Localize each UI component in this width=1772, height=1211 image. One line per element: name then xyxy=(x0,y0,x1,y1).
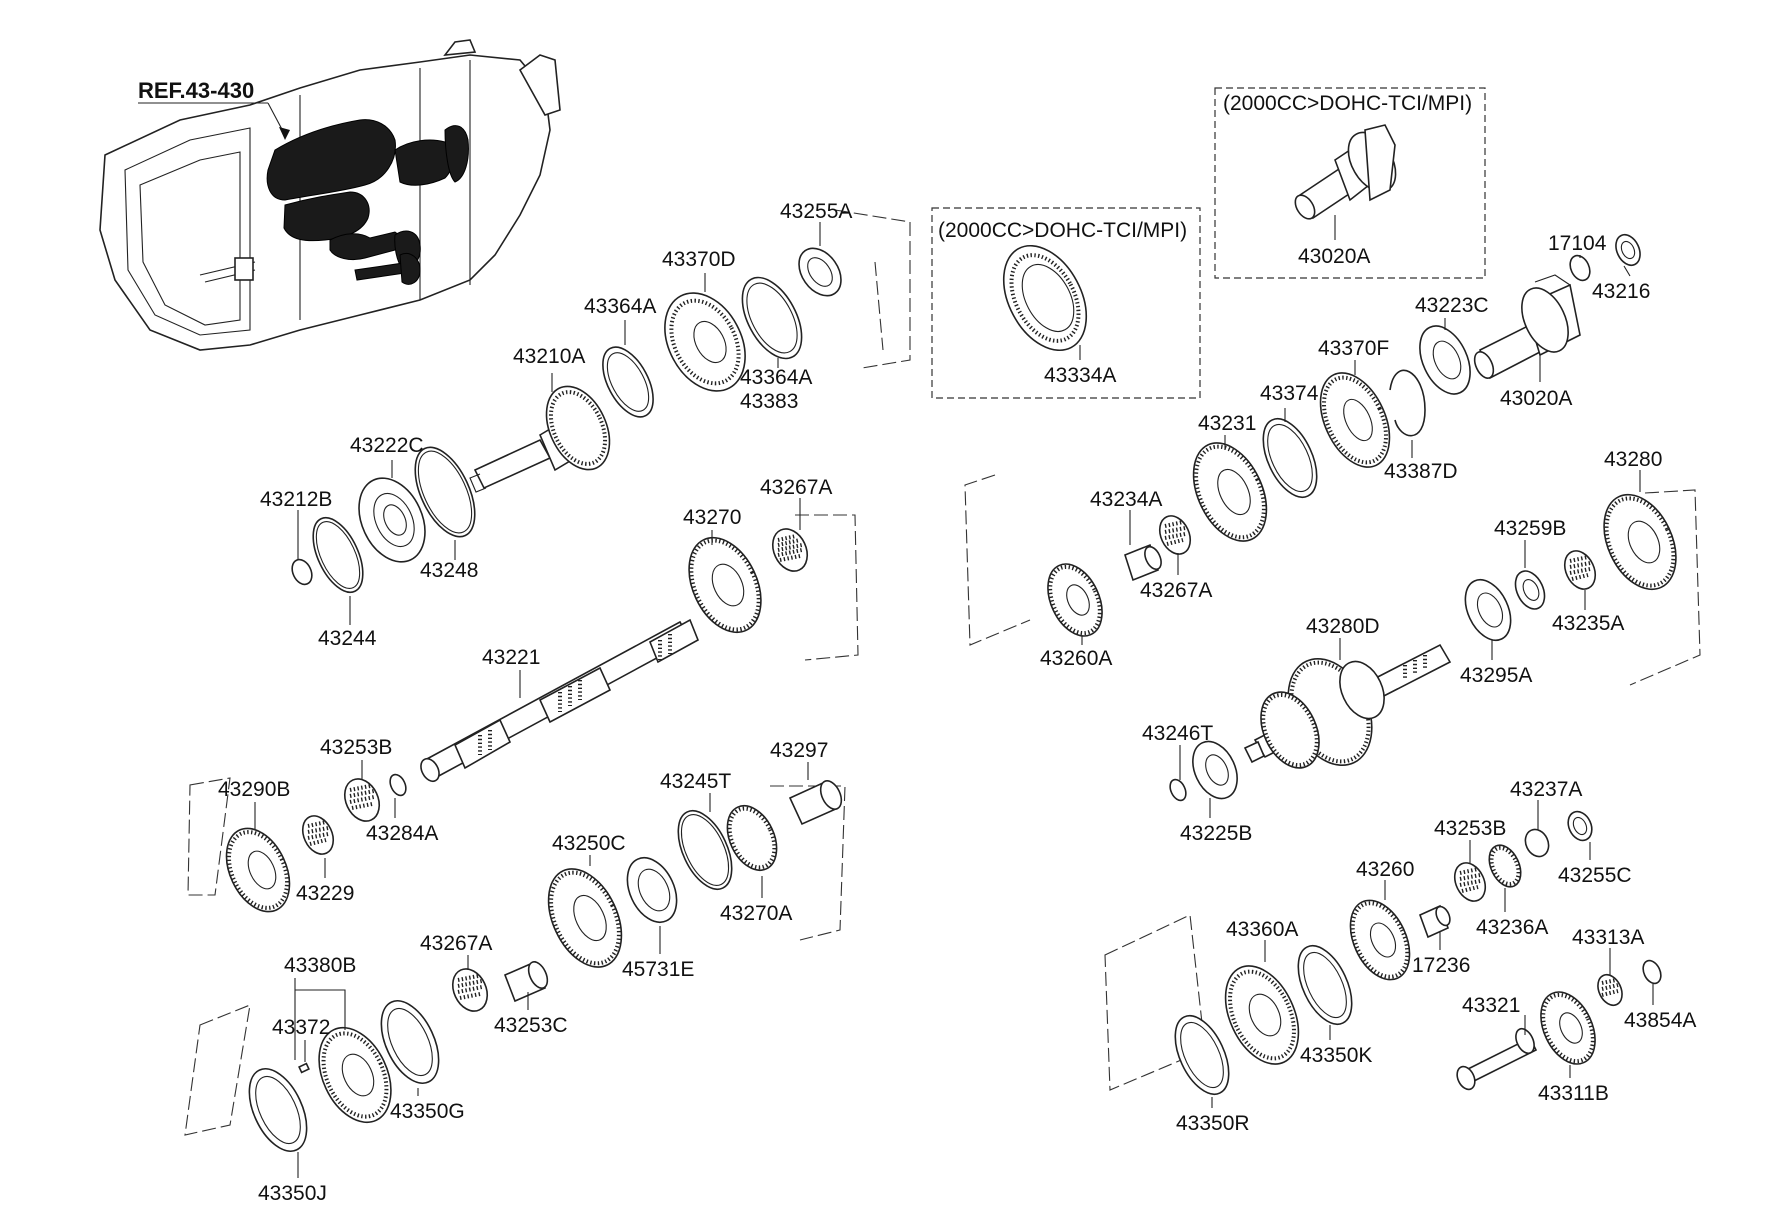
reference-label: REF.43-430 xyxy=(138,78,254,103)
label-43222C: 43222C xyxy=(350,434,424,457)
label-43360A: 43360A xyxy=(1226,918,1298,941)
label-43244: 43244 xyxy=(318,627,377,650)
label-43383: 43383 xyxy=(740,390,798,413)
label-43267A: 43267A xyxy=(1140,579,1212,602)
label-43270: 43270 xyxy=(683,506,741,529)
label-43231: 43231 xyxy=(1198,412,1256,435)
option-box-housing-caption: (2000CC>DOHC-TCI/MPI) xyxy=(1223,92,1472,115)
option-box-bearing: (2000CC>DOHC-TCI/MPI) 43334A xyxy=(931,207,1201,399)
label-43284A: 43284A xyxy=(366,822,438,845)
label-43290B: 43290B xyxy=(218,778,290,801)
label-43250C: 43250C xyxy=(552,832,626,855)
part-labels: 43255A 43370D 43364A 43364A 43383 43210A… xyxy=(218,200,1696,1205)
label-43246T: 43246T xyxy=(1142,722,1213,745)
label-43255C: 43255C xyxy=(1558,864,1632,887)
label-43364A: 43364A xyxy=(740,366,812,389)
label-43372: 43372 xyxy=(272,1016,330,1039)
label-43374: 43374 xyxy=(1260,382,1319,405)
label-43313A: 43313A xyxy=(1572,926,1644,949)
label-43854A: 43854A xyxy=(1624,1009,1696,1032)
label-43311B: 43311B xyxy=(1538,1082,1609,1105)
label-43212B: 43212B xyxy=(260,488,332,511)
label-43248: 43248 xyxy=(420,559,478,582)
label-43255A: 43255A xyxy=(780,200,852,223)
label-43236A: 43236A xyxy=(1476,916,1548,939)
option-box-output-housing: (2000CC>DOHC-TCI/MPI) 43020A xyxy=(1214,87,1486,279)
label-43210A: 43210A xyxy=(513,345,585,368)
reference-callout: REF.43-430 xyxy=(138,78,290,140)
parts-left xyxy=(225,247,843,1152)
label-43245T: 43245T xyxy=(660,770,731,793)
label-43234A: 43234A xyxy=(1090,488,1162,511)
label-43225B: 43225B xyxy=(1180,822,1252,845)
label-17104: 17104 xyxy=(1548,232,1607,255)
label-43350G: 43350G xyxy=(390,1100,465,1123)
label-43321: 43321 xyxy=(1462,994,1520,1017)
label-43280D: 43280D xyxy=(1306,615,1380,638)
parts-right xyxy=(1047,233,1677,1095)
option-box-bearing-part: 43334A xyxy=(1044,364,1116,387)
label-43370D: 43370D xyxy=(662,248,736,271)
label-43350R: 43350R xyxy=(1176,1112,1250,1135)
label-43221: 43221 xyxy=(482,646,540,669)
label-43259B: 43259B xyxy=(1494,517,1566,540)
label-43260A: 43260A xyxy=(1040,647,1112,670)
option-box-bearing-caption: (2000CC>DOHC-TCI/MPI) xyxy=(938,219,1187,242)
label-43235A: 43235A xyxy=(1552,612,1624,635)
label-43237A: 43237A xyxy=(1510,778,1582,801)
transmission-assembly xyxy=(99,39,561,351)
label-43387D: 43387D xyxy=(1384,460,1458,483)
label-43280: 43280 xyxy=(1604,448,1662,471)
label-43270A: 43270A xyxy=(720,902,792,925)
label-43364A: 43364A xyxy=(584,295,656,318)
label-43253B: 43253B xyxy=(320,736,392,759)
label-43229: 43229 xyxy=(296,882,354,905)
label-43253B: 43253B xyxy=(1434,817,1506,840)
label-43267A: 43267A xyxy=(760,476,832,499)
label-43253C: 43253C xyxy=(494,1014,568,1037)
label-43260: 43260 xyxy=(1356,858,1414,881)
label-43295A: 43295A xyxy=(1460,664,1532,687)
label-43297: 43297 xyxy=(770,739,828,762)
label-45731E: 45731E xyxy=(622,958,694,981)
label-43370F: 43370F xyxy=(1318,337,1389,360)
option-box-housing-part: 43020A xyxy=(1298,245,1370,268)
label-43020A: 43020A xyxy=(1500,387,1572,410)
label-43350J: 43350J xyxy=(258,1182,327,1205)
label-43216: 43216 xyxy=(1592,280,1650,303)
label-43223C: 43223C xyxy=(1415,294,1489,317)
label-43350K: 43350K xyxy=(1300,1044,1372,1067)
label-17236: 17236 xyxy=(1412,954,1470,977)
label-43380B: 43380B xyxy=(284,954,356,977)
label-43267A: 43267A xyxy=(420,932,492,955)
leader-lines xyxy=(254,222,1654,1178)
